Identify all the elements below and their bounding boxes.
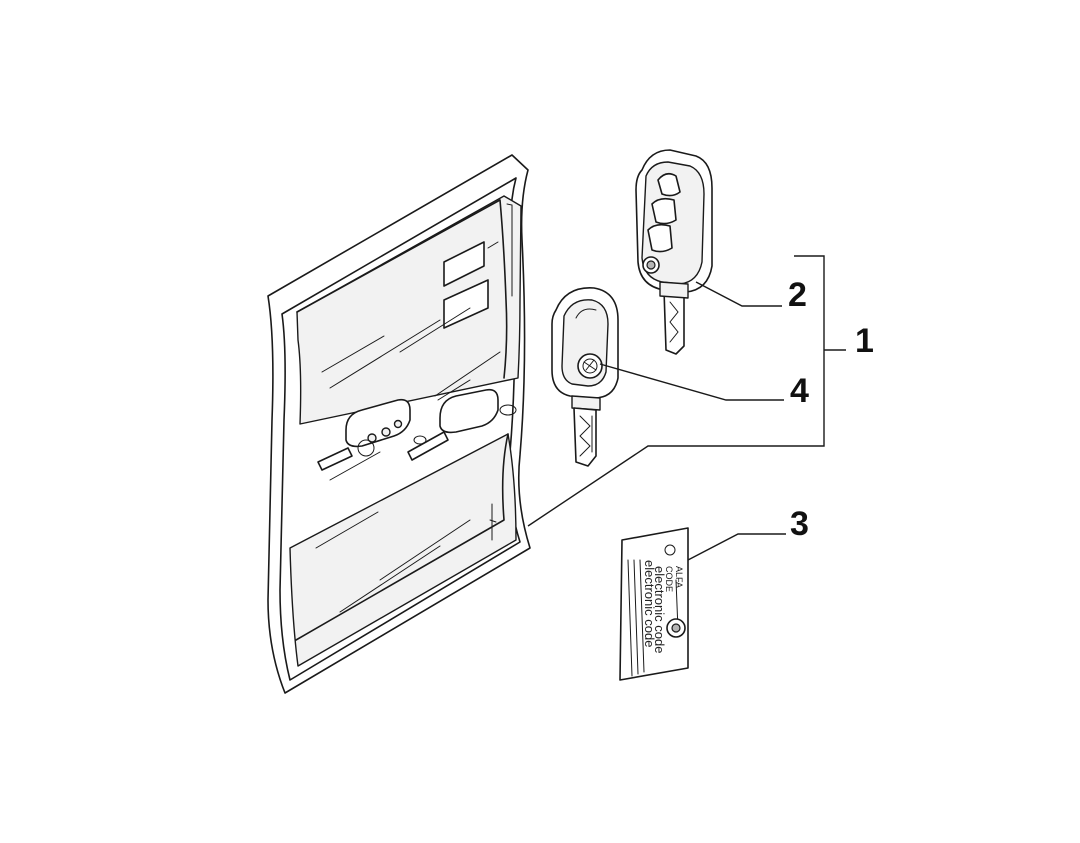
card-text-electronic-code-a: electronic code [652,566,667,653]
mechanical-key-icon [551,287,619,467]
callout-1: 1 [855,322,874,360]
pouch-flip-key-icon [317,398,411,471]
card-brand-line1: ALFA [674,566,684,588]
pouch-mechanical-key-icon [407,388,517,461]
callout-3: 3 [790,505,809,543]
leader-lines [527,255,846,561]
code-card-icon: ALFA CODE electronic code electronic cod… [619,527,689,681]
callout-2: 2 [788,276,807,314]
wallet-pouch-icon [267,154,531,694]
card-brand-line2: CODE [664,566,674,592]
flip-key-icon [635,149,713,355]
card-text-electronic-code-b: electronic code [642,560,657,647]
callout-4: 4 [790,372,809,410]
